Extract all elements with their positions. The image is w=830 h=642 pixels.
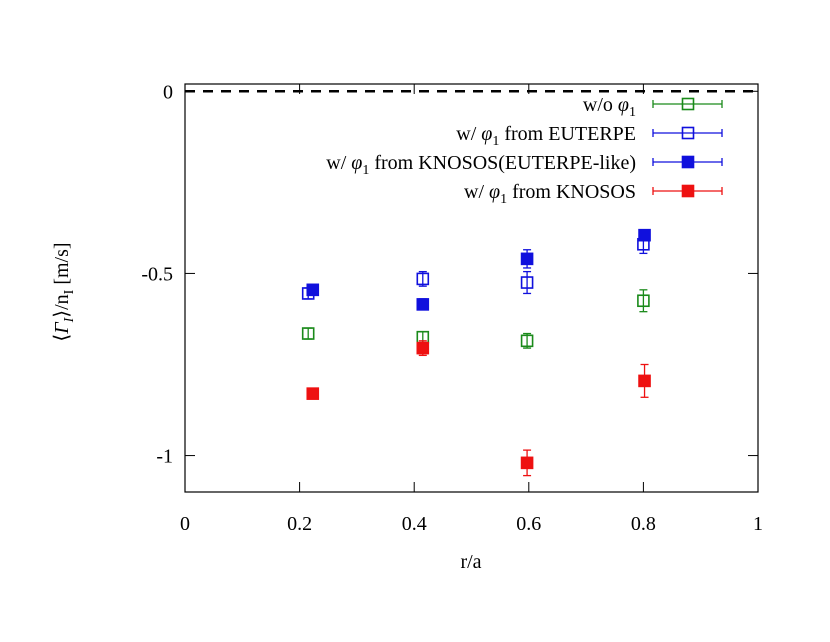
y-axis-label-close: ⟩/n <box>51 294 73 317</box>
data-point <box>306 387 320 400</box>
y-axis-label-subscript2: I <box>62 289 77 294</box>
x-tick-label: 0.4 <box>402 513 427 535</box>
data-point <box>306 283 320 297</box>
y-axis-label-symbol: Γ <box>51 321 73 335</box>
y-axis-label-subscript: I <box>62 316 77 323</box>
data-point <box>520 456 534 470</box>
data-point <box>638 228 651 242</box>
legend-marker <box>681 97 695 111</box>
data-point <box>520 252 534 266</box>
y-axis-label-unit: [m/s] <box>51 242 73 289</box>
plot-frame <box>184 83 759 493</box>
series-0 <box>301 289 650 349</box>
legend-marker <box>681 184 695 198</box>
legend-marker <box>681 126 695 140</box>
data-point <box>520 334 534 348</box>
legend-entry-0: w/o φ1 <box>583 94 723 120</box>
legend-label: w/o φ1 <box>583 94 636 120</box>
y-tick-label: -1 <box>156 446 173 468</box>
axes: 0 0.2 0.4 0.6 0.8 1 0 -0.5 -1 <box>141 81 763 535</box>
y-tick-label: 0 <box>163 81 173 103</box>
plot-area <box>185 90 758 477</box>
y-tick-label: -0.5 <box>141 263 173 285</box>
legend-marker <box>681 155 695 169</box>
legend-entry-3: w/ φ1 from KNOSOS <box>464 181 723 207</box>
data-point <box>638 374 651 388</box>
data-point <box>301 327 315 340</box>
data-point <box>416 298 430 311</box>
x-tick-label: 1 <box>753 513 763 535</box>
series-3 <box>306 340 651 477</box>
legend-label: w/ φ1 from EUTERPE <box>456 123 636 149</box>
legend-entry-1: w/ φ1 from EUTERPE <box>456 123 723 149</box>
x-tick-label: 0 <box>180 513 190 535</box>
x-tick-label: 0.8 <box>631 513 656 535</box>
series-2 <box>306 228 651 311</box>
x-axis-label: r/a <box>460 551 481 573</box>
y-axis-label-open: ⟨ <box>51 334 73 342</box>
data-point <box>416 341 430 355</box>
legend: w/o φ1 w/ φ1 from EUTERPE w/ φ1 from KNOSO… <box>326 94 723 207</box>
legend-entry-2: w/ φ1 from KNOSOS(EUTERPE-like) <box>326 152 723 178</box>
axis-labels: r/a ⟨ΓI⟩/nI [m/s] <box>51 242 482 573</box>
data-point <box>637 294 650 308</box>
legend-label: w/ φ1 from KNOSOS(EUTERPE-like) <box>326 152 636 178</box>
series-1 <box>301 234 650 300</box>
y-axis-label: ⟨ΓI⟩/nI [m/s] <box>51 242 77 341</box>
data-point <box>416 272 430 286</box>
x-tick-label: 0.6 <box>516 513 541 535</box>
legend-label: w/ φ1 from KNOSOS <box>464 181 636 207</box>
x-tick-label: 0.2 <box>287 513 312 535</box>
data-point <box>520 276 534 289</box>
